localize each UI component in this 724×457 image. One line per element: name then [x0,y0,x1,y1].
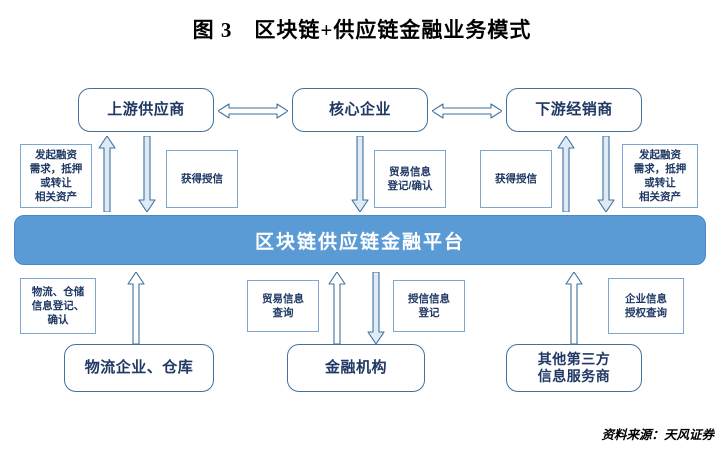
arrow-upstream-down-from-platform [138,136,156,212]
label-text: 发起融资 需求，抵押 或转让 相关资产 [633,148,687,204]
label-text: 发起融资 需求，抵押 或转让 相关资产 [29,148,83,204]
entity-label: 金融机构 [324,358,387,376]
entity-label: 其他第三方 信息服务商 [537,350,611,385]
arrow-thirdparty-up-to-platform [565,272,583,344]
label-logistics-info-registration: 物流、仓储 信息登记、 确认 [20,278,96,334]
arrow-logistics-up-to-platform [127,272,145,344]
platform-label: 区块链供应链金融平台 [254,231,465,253]
label-text: 贸易信息 查询 [262,292,304,319]
label-text: 获得授信 [495,172,537,185]
label-trade-info-query: 贸易信息 查询 [247,280,319,332]
label-text: 获得授信 [181,172,223,185]
arrow-downstream-up-to-platform [557,136,575,212]
label-text: 贸易信息 登记/确认 [387,165,433,192]
entity-logistics-warehouse: 物流企业、仓库 [64,344,214,392]
arrow-finance-up-to-platform [328,272,346,344]
label-text: 物流、仓储 信息登记、 确认 [31,285,85,327]
entity-label: 下游经销商 [535,100,613,118]
label-initiate-financing-left: 发起融资 需求，抵押 或转让 相关资产 [20,144,92,208]
label-initiate-financing-right: 发起融资 需求，抵押 或转让 相关资产 [622,144,698,208]
entity-upstream-supplier: 上游供应商 [78,88,214,132]
entity-label: 物流企业、仓库 [84,358,194,376]
entity-third-party-info: 其他第三方 信息服务商 [506,344,642,392]
arrow-upstream-to-core [218,102,288,120]
label-credit-info-registration: 授信信息 登记 [393,280,465,332]
arrow-downstream-down-from-platform [597,136,615,212]
arrow-core-down-to-platform [351,136,369,212]
arrow-finance-down-from-platform [367,272,385,344]
source-note: 资料来源：天风证券 [601,428,714,442]
entity-label: 核心企业 [328,100,391,118]
label-enterprise-info-query: 企业信息 授权查询 [608,278,684,334]
entity-financial-institution: 金融机构 [287,344,425,392]
blockchain-platform-bar: 区块链供应链金融平台 [14,215,706,265]
arrow-upstream-up-to-platform [98,136,116,212]
label-text: 授信信息 登记 [408,292,450,319]
arrow-core-to-downstream [432,102,502,120]
figure-title: 图 3 区块链+供应链金融业务模式 [192,18,532,42]
label-obtain-credit-left: 获得授信 [166,150,238,208]
entity-label: 上游供应商 [107,100,185,118]
label-obtain-credit-right: 获得授信 [480,150,552,208]
label-text: 企业信息 授权查询 [625,292,667,319]
entity-core-enterprise: 核心企业 [292,88,428,132]
label-trade-info-registration: 贸易信息 登记/确认 [374,150,446,208]
entity-downstream-distributor: 下游经销商 [506,88,642,132]
